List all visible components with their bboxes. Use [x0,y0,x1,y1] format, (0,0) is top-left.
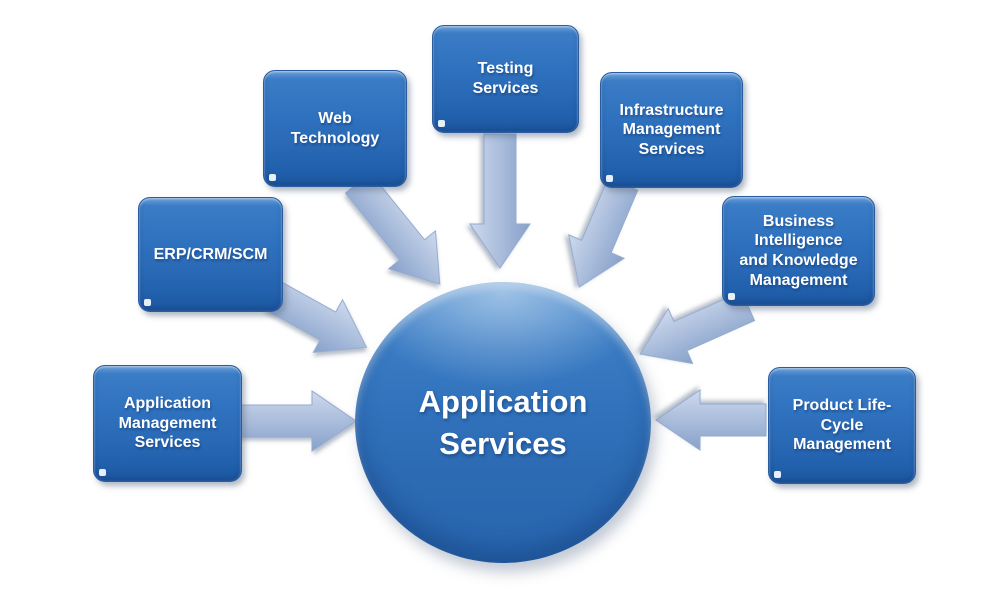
center-circle-label: Application Services [418,383,588,461]
node-label-business-intelligence-and-knowledge-management: Business Intelligence and Knowledge Mana… [739,212,858,289]
node-testing-services: Testing Services [432,25,579,133]
arrow-infrastructure-management-to-center [568,177,639,288]
arrow-web-technology-to-center [344,172,441,285]
node-label-erp-crm-scm: ERP/CRM/SCM [153,245,268,263]
center-circle-application-services: Application Services [355,282,651,563]
node-application-management-services: Application Management Services [93,365,242,482]
node-business-intelligence-and-knowledge-management: Business Intelligence and Knowledge Mana… [722,196,875,306]
node-label-web-technology: Web Technology [290,109,380,147]
node-label-application-management-services: Application Management Services [118,395,217,452]
arrow-testing-services-to-center [469,133,531,269]
node-label-testing-services: Testing Services [472,60,539,97]
node-label-product-life-cycle-management: Product Life- Cycle Management [792,397,892,454]
node-product-life-cycle-management: Product Life- Cycle Management [768,367,916,484]
arrow-product-lifecycle-to-center [655,389,767,451]
node-infrastructure-management-services: Infrastructure Management Services [600,72,743,188]
node-erp-crm-scm: ERP/CRM/SCM [138,197,283,312]
arrow-application-management-to-center [233,390,357,452]
node-web-technology: Web Technology [263,70,407,187]
node-label-infrastructure-management-services: Infrastructure Management Services [619,101,724,158]
arrow-erp-crm-scm-to-center [263,280,368,353]
